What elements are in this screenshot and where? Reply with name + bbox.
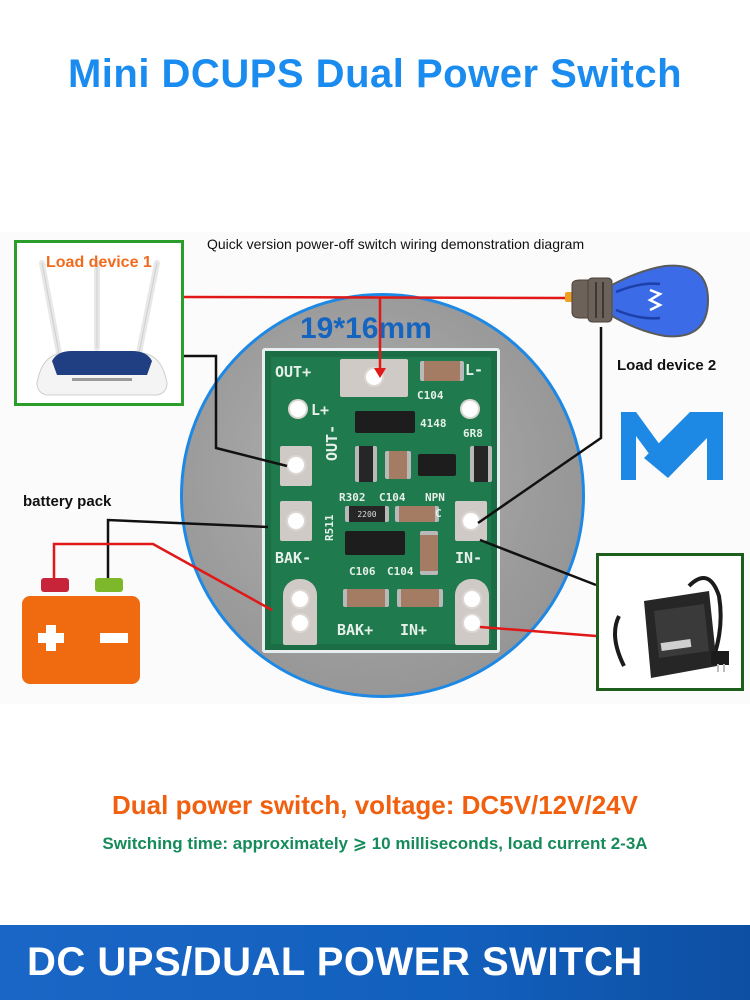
minus-sign	[100, 633, 128, 643]
battery-pack-label: battery pack	[23, 493, 112, 510]
wire-positive-battery	[52, 542, 273, 612]
silk-r302: R302	[339, 491, 366, 504]
silk-in-plus: IN+	[400, 621, 428, 639]
diode-4148	[355, 411, 415, 433]
brand-logo-icon	[621, 412, 723, 480]
silk-4148: 4148	[420, 417, 447, 430]
wire-negative-battery	[106, 518, 269, 582]
power-adapter-icon	[613, 576, 729, 678]
capacitor	[420, 531, 438, 575]
hole-l-minus	[462, 401, 478, 417]
silk-bak-minus: BAK-	[275, 549, 312, 567]
wire-positive-adapter	[479, 625, 597, 638]
hole-bak-minus	[288, 513, 304, 529]
silk-bak-plus: BAK+	[337, 621, 374, 639]
pcb-board: OUT+ L- C104 L+ 4148 6R8 OUT- R302 C104 …	[262, 348, 500, 653]
schottky-diode	[345, 531, 405, 555]
hole-bak-plus-1	[292, 591, 308, 607]
pad-bak-plus	[283, 579, 317, 645]
silk-6r8: 6R8	[463, 427, 483, 440]
hole-in-minus	[463, 513, 479, 529]
diagram-caption: Quick version power-off switch wiring de…	[207, 236, 585, 252]
resistor-2200: 2200	[345, 506, 389, 522]
load-device-1-label: Load device 1	[46, 254, 152, 271]
bottom-banner	[0, 925, 750, 1000]
silk-out-plus: OUT+	[275, 363, 312, 381]
capacitor	[343, 589, 389, 607]
page-title: Mini DCUPS Dual Power Switch	[67, 52, 683, 96]
silk-c104-bottom: C104	[387, 565, 414, 578]
silk-c: C	[435, 507, 442, 520]
silk-l-plus: L+	[311, 401, 330, 419]
npn-transistor	[418, 454, 456, 476]
capacitor	[420, 361, 464, 381]
light-bulb-icon	[565, 264, 710, 338]
silk-c104-mid: C104	[379, 491, 406, 504]
silk-in-minus: IN-	[455, 549, 483, 567]
resistor-303	[355, 446, 377, 482]
hole-out-minus	[288, 457, 304, 473]
arrow-icon	[374, 368, 386, 378]
banner-text: DC UPS/DUAL POWER SWITCH	[27, 940, 643, 984]
wire-negative-adapter	[479, 538, 597, 587]
pad-in-plus	[455, 579, 489, 645]
voltage-headline: Dual power switch, voltage: DC5V/12V/24V	[112, 790, 638, 820]
switching-spec: Switching time: approximately ⩾ 10 milli…	[102, 834, 648, 853]
load-device-2-label: Load device 2	[617, 357, 717, 374]
res-2200-label: 2200	[357, 509, 377, 519]
battery-icon	[22, 578, 140, 684]
dimension-label: 19*16mm	[300, 312, 432, 345]
wire-positive-load	[183, 295, 571, 300]
power-adapter-box	[596, 553, 744, 691]
hole-in-plus-2	[464, 615, 480, 631]
wire-negative-load-2	[477, 327, 603, 525]
wire-negative-load-1	[184, 354, 288, 468]
hole-l-plus	[290, 401, 306, 417]
hole-in-plus-1	[464, 591, 480, 607]
resistor-6r8	[470, 446, 492, 482]
silk-c106: C106	[349, 565, 376, 578]
silk-npn: NPN	[425, 491, 445, 504]
capacitor	[395, 506, 439, 522]
load-device-1-box	[14, 240, 184, 406]
silk-c104-top: C104	[417, 389, 444, 402]
silk-l-minus: L-	[465, 361, 484, 379]
capacitor	[385, 451, 411, 479]
hole-bak-plus-2	[292, 615, 308, 631]
capacitor	[397, 589, 443, 607]
router-icon	[36, 260, 168, 396]
